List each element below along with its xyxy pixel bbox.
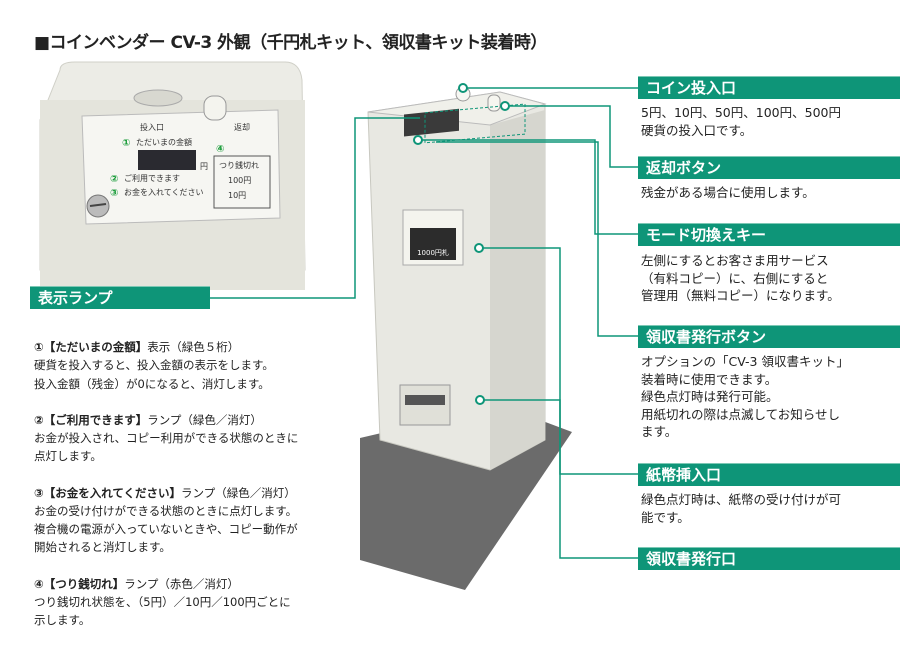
display-lamp-description: ①【ただいまの金額】表示（緑色５桁） 硬貨を投入すると、投入金額の表示をします。 … — [34, 320, 298, 648]
panel-lamp4-10: 10円 — [228, 191, 246, 200]
marker-4: ④ — [216, 144, 224, 155]
lamp-4-desc: つり銭切れ状態を、（5円）／10円／100円ごとに 示します。 — [34, 595, 291, 628]
display-lamp-heading: 表示ランプ — [30, 286, 210, 309]
page-title: ■コインベンダー CV-3 外観（千円札キット、領収書キット装着時） — [34, 33, 547, 53]
lamp-3-desc: お金の受け付けができる状態のときに点灯します。 複合機の電源が入っていないときや… — [34, 504, 298, 555]
lamp-1-type: 表示（緑色５桁） — [147, 340, 240, 355]
bill-slot-label: 紙幣挿入口 — [638, 463, 900, 486]
lamp-1-title: ①【ただいまの金額】 — [34, 340, 148, 355]
panel-lamp4-100: 100円 — [228, 176, 251, 185]
lamp-item-2: ②【ご利用できます】ランプ（緑色／消灯） お金が投入され、コピー利用ができる状態の… — [34, 411, 298, 466]
mode-key-desc: 左側にするとお客さま用サービス （有料コピー）に、右側にすると 管理用（無料コピ… — [641, 253, 840, 303]
panel-coin-label: 投入口 — [140, 122, 164, 132]
panel-yen: 円 — [200, 162, 208, 171]
marker-2: ② — [110, 174, 118, 185]
receipt-button-desc: オプションの「CV-3 領収書キット」 装着時に使用できます。 緑色点灯時は発行… — [641, 354, 849, 439]
lamp-3-type: ランプ（緑色／消灯） — [181, 485, 296, 500]
lamp-item-4: ④【つり銭切れ】ランプ（赤色／消灯） つり銭切れ状態を、（5円）／10円／100円… — [34, 575, 298, 630]
receipt-exit-label: 領収書発行口 — [638, 547, 900, 570]
lamp-item-1: ①【ただいまの金額】表示（緑色５桁） 硬貨を投入すると、投入金額の表示をします。 … — [34, 338, 298, 393]
return-button-label: 返却ボタン — [638, 156, 900, 179]
panel-return-label: 返却 — [234, 122, 250, 132]
lamp-item-3: ③【お金を入れてください】ランプ（緑色／消灯） お金の受け付けができる状態のときに… — [34, 484, 298, 557]
callout-lines — [210, 87, 638, 559]
lamp-4-type: ランプ（赤色／消灯） — [124, 576, 239, 591]
mode-key-label: モード切換えキー — [638, 223, 900, 246]
lamp-2-desc: お金が投入され、コピー利用ができる状態のときに 点灯します。 — [34, 431, 299, 464]
marker-3: ③ — [110, 188, 118, 199]
lamp-1-desc: 硬貨を投入すると、投入金額の表示をします。 投入金額（残金）が0になると、消灯し… — [34, 358, 274, 391]
lamp-2-title: ②【ご利用できます】 — [34, 413, 148, 428]
bill-slot-desc: 緑色点灯時は、紙幣の受け付けが可 能です。 — [641, 492, 842, 525]
panel-lamp3: お金を入れてください — [124, 187, 204, 197]
lamp-4-title: ④【つり銭切れ】 — [34, 576, 125, 591]
device-illustration: 投入口 返却 ① ただいまの金額 円 ② ご利用できます ③ お金を入れてくださ… — [39, 61, 638, 590]
panel-display-label: ただいまの金額 — [136, 137, 192, 147]
panel-lamp4: つり銭切れ — [219, 160, 259, 170]
lamp-2-type: ランプ（緑色／消灯） — [147, 413, 262, 428]
coin-slot-label: コイン投入口 — [638, 76, 900, 99]
panel-lamp2: ご利用できます — [124, 173, 180, 183]
return-button-desc: 残金がある場合に使用します。 — [641, 185, 815, 200]
lamp-3-title: ③【お金を入れてください】 — [34, 485, 182, 500]
bill-label: 1000円札 — [417, 248, 449, 257]
marker-1: ① — [122, 138, 130, 149]
panel-closeup-photo: 投入口 返却 ① ただいまの金額 円 ② ご利用できます ③ お金を入れてくださ… — [39, 61, 306, 290]
receipt-button-label: 領収書発行ボタン — [638, 325, 900, 348]
coin-slot-desc: 5円、10円、50円、100円、500円 硬貨の投入口です。 — [641, 105, 841, 138]
